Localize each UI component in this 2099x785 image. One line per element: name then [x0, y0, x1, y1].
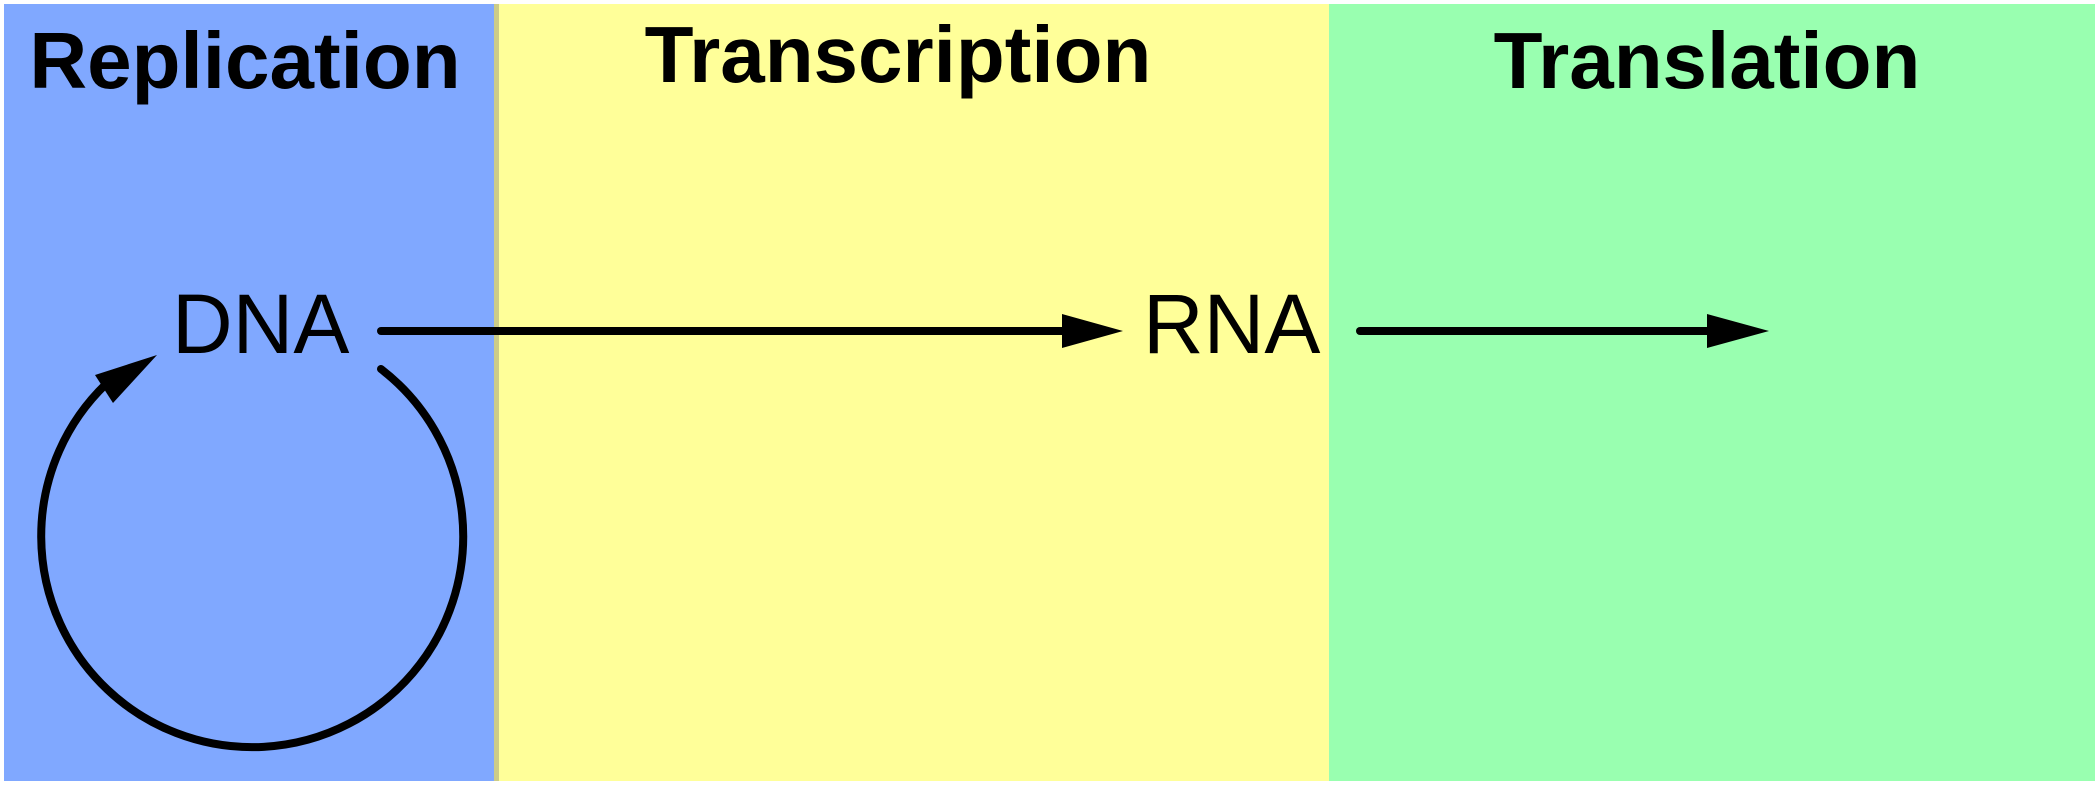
transcription-arrowhead — [1062, 314, 1123, 348]
translation-heading: Translation — [1494, 16, 1921, 105]
translation-panel-background — [1329, 4, 2095, 781]
translation-panel — [1329, 4, 2095, 781]
transcription-arrow — [377, 314, 1123, 348]
replication-cycle-arrow — [37, 355, 468, 752]
replication-panel — [4, 4, 494, 781]
panel-divider — [494, 4, 499, 781]
replication-heading: Replication — [29, 16, 460, 105]
replication-cycle-path — [37, 365, 468, 752]
transcription-panel — [499, 4, 1329, 781]
translation-arrowhead — [1707, 314, 1769, 348]
translation-arrow — [1356, 314, 1769, 348]
rna-label: RNA — [1143, 277, 1320, 371]
replication-arrowhead — [95, 355, 157, 403]
transcription-panel-background — [499, 4, 1329, 781]
transcription-heading: Transcription — [645, 10, 1152, 99]
replication-panel-background — [4, 4, 494, 781]
dna-label: DNA — [172, 277, 349, 371]
